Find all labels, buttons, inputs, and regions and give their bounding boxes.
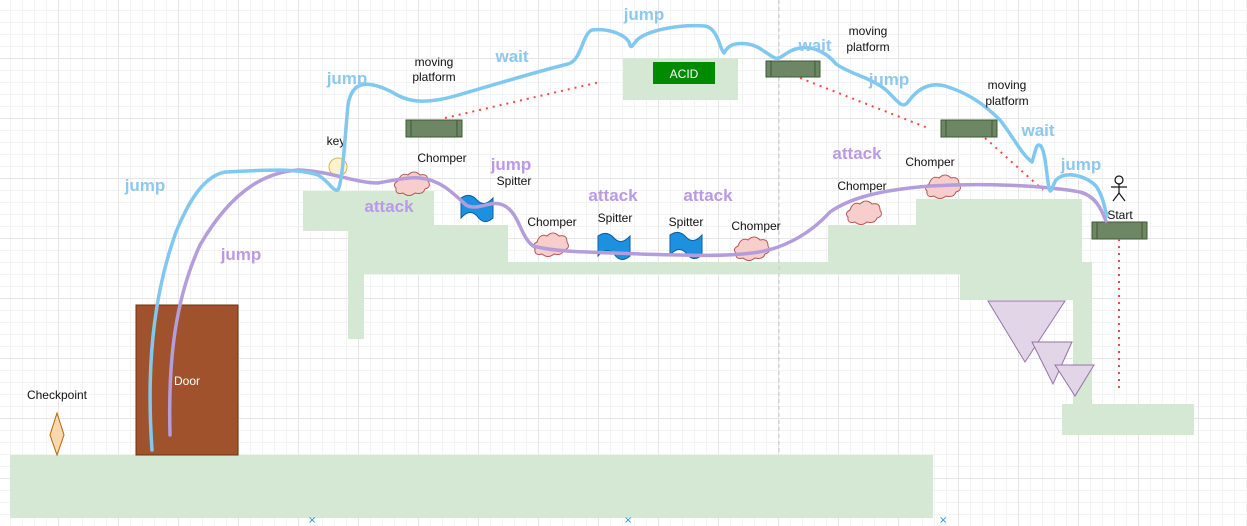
- route-action-label: attack: [832, 144, 882, 163]
- enemy-label: Spitter: [497, 174, 532, 188]
- moving-platform-1: [405, 119, 463, 138]
- enemy-label: Spitter: [598, 211, 633, 225]
- route-action-label: wait: [1020, 121, 1054, 140]
- enemy-label: Chomper: [905, 155, 954, 169]
- checkpoint-label: Checkpoint: [27, 388, 88, 402]
- acid-block: ACID: [653, 62, 715, 84]
- svg-text:×: ×: [939, 515, 947, 526]
- attack-route-labels: jump attack jump attack attack attack: [220, 144, 882, 264]
- terrain: [10, 58, 1194, 518]
- start-platform: [1091, 221, 1148, 240]
- moving-platform-2: [765, 60, 821, 78]
- moving-platform-3: [940, 119, 998, 138]
- ruler-markers: × × ×: [308, 515, 947, 526]
- key-label: key: [327, 134, 346, 148]
- route-action-label: attack: [364, 197, 414, 216]
- route-action-label: attack: [588, 186, 638, 205]
- enemy-label: Chomper: [417, 151, 466, 165]
- start: Start: [1107, 175, 1133, 222]
- enemy-label: Spitter: [669, 215, 704, 229]
- route-action-label: jump: [1060, 155, 1102, 174]
- svg-text:×: ×: [308, 515, 316, 526]
- mid-step: [348, 225, 508, 265]
- start-label: Start: [1107, 208, 1133, 222]
- route-action-label: jump: [124, 176, 166, 195]
- right-block: [960, 262, 1092, 300]
- ground-floor: [10, 455, 933, 518]
- route-action-label: wait: [797, 36, 831, 55]
- route-action-label: attack: [683, 186, 733, 205]
- jump-route: [148, 23, 1109, 452]
- attack-route: [167, 168, 1108, 437]
- spikes: [987, 300, 1095, 397]
- route-action-label: jump: [326, 69, 368, 88]
- lower-right-ledge: [1062, 404, 1194, 435]
- enemy-labels: Chomper Spitter Chomper Spitter Spitter …: [417, 151, 954, 233]
- enemy-label: Chomper: [837, 179, 886, 193]
- route-action-label: jump: [220, 245, 262, 264]
- moving-platforms: [405, 60, 1148, 240]
- platform-tracks: [444, 77, 1120, 390]
- chomper-icon-3: [733, 236, 770, 261]
- route-action-label: jump: [623, 5, 665, 24]
- acid-label: ACID: [670, 67, 699, 81]
- door-label: Door: [174, 374, 200, 388]
- checkpoint-icon: [49, 411, 65, 457]
- player-icon: [1111, 175, 1127, 202]
- chomper-icon-2: [532, 232, 569, 257]
- spike-small: [1054, 364, 1095, 397]
- route-action-label: jump: [868, 70, 910, 89]
- route-action-label: jump: [490, 155, 532, 174]
- enemy-label: Chomper: [527, 215, 576, 229]
- spitter-icon-2: [597, 232, 631, 260]
- upper-ledge-left: [303, 191, 434, 231]
- jump-route-labels: jump jump wait jump wait jump wait jump: [124, 5, 1102, 195]
- spike-medium: [1031, 341, 1073, 386]
- route-action-label: wait: [494, 47, 528, 66]
- chomper-icon-4: [845, 200, 882, 225]
- spike-large: [987, 300, 1066, 363]
- support-pillar: [348, 262, 364, 339]
- svg-text:×: ×: [624, 515, 632, 526]
- upper-ledge-right: [916, 199, 1082, 239]
- checkpoint: Checkpoint: [27, 388, 88, 457]
- enemy-label: Chomper: [731, 219, 780, 233]
